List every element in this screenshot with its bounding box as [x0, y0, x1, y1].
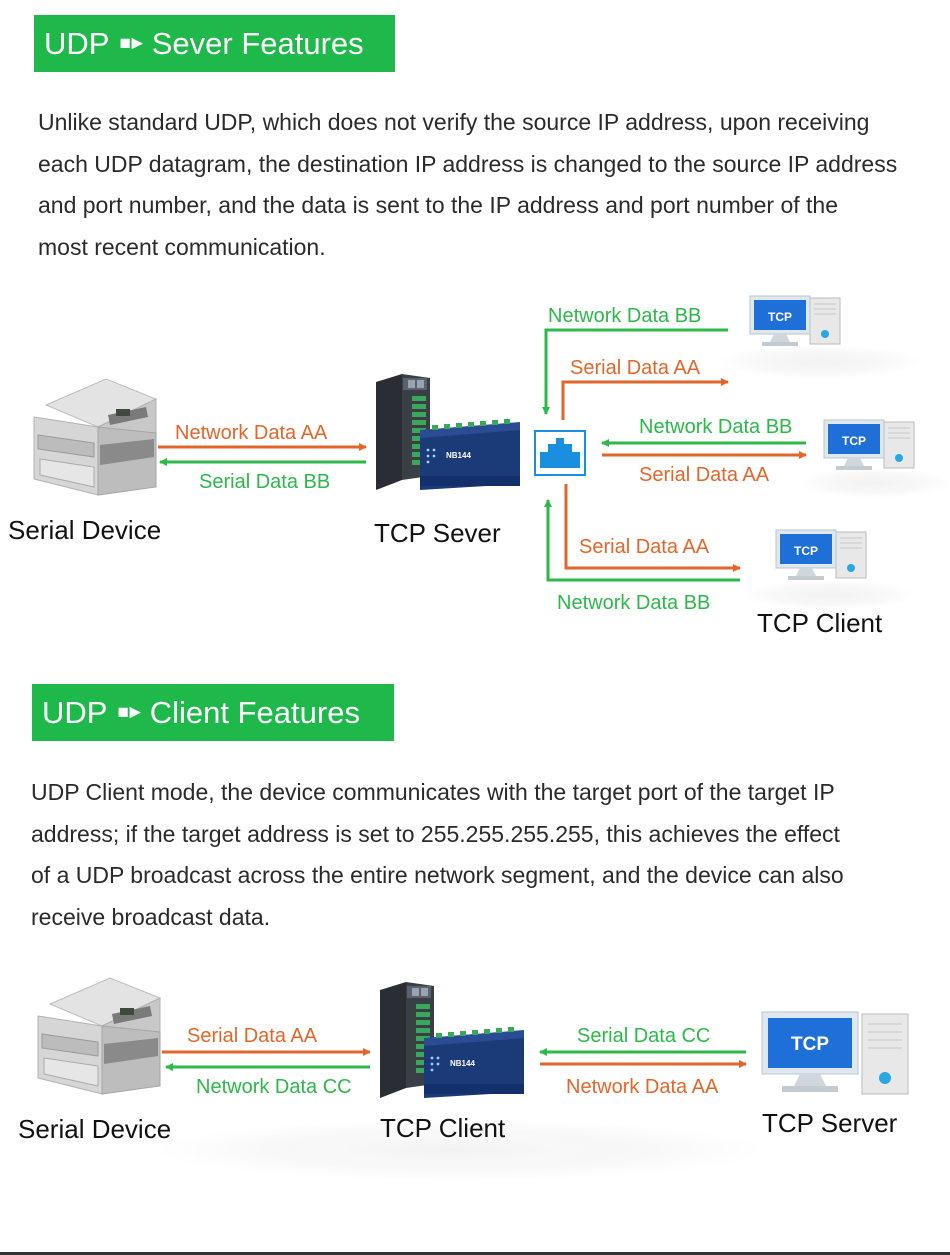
label-serial-data-aa-top: Serial Data AA: [570, 357, 701, 379]
pc-badge-label: TCP: [791, 1034, 829, 1055]
section2-title-left: UDP: [42, 695, 108, 730]
device-model-label: NB144: [450, 1059, 475, 1068]
arrow-network-bb-bot: [544, 499, 740, 582]
label-serial-data-aa-left: Serial Data AA: [187, 1025, 318, 1047]
pc-badge-label: TCP: [842, 434, 866, 448]
caption-tcp-client: TCP Client: [757, 608, 883, 638]
caption-tcp-server: TCP Server: [762, 1108, 898, 1138]
serial-device-printer-icon: [33, 378, 158, 496]
floor-shadow: [270, 1130, 630, 1170]
pc-shadow: [800, 468, 950, 498]
label-network-data-bb-mid: Network Data BB: [639, 416, 793, 438]
pc-shadow: [720, 345, 920, 379]
serial-server-device-icon: NB144: [376, 374, 520, 490]
label-serial-data-cc-right: Serial Data CC: [577, 1025, 711, 1047]
label-serial-data-aa-bot: Serial Data AA: [579, 536, 710, 558]
arrow-network-bb-top: [542, 328, 728, 415]
section2-paragraph-line: receive broadcast data.: [31, 903, 271, 930]
pc-badge-label: TCP: [794, 544, 818, 558]
arrow-right-icon: ■►: [117, 702, 144, 723]
pc-badge-label: TCP: [768, 310, 792, 324]
caption-tcp-sever: TCP Sever: [374, 518, 501, 548]
section1-title-left: UDP: [44, 26, 110, 61]
section2-title-right: Client Features: [149, 695, 360, 730]
arrow-right-icon: ■►: [119, 33, 146, 54]
caption-serial-device: Serial Device: [8, 515, 162, 545]
label-network-data-aa-right: Network Data AA: [566, 1076, 719, 1098]
bottom-divider: [0, 1252, 950, 1255]
serial-device-printer-icon: [37, 977, 162, 1095]
section2-paragraph-line: address; if the target address is set to…: [31, 820, 840, 847]
tcp-client-computer-icon: TCP: [749, 295, 841, 346]
section2-flow-arrows: [162, 1048, 747, 1071]
section1-paragraph-line: Unlike standard UDP, which does not veri…: [38, 109, 870, 135]
device-model-label: NB144: [446, 451, 471, 460]
section2-paragraph-line: UDP Client mode, the device communicates…: [31, 779, 835, 805]
label-network-data-bb-top: Network Data BB: [548, 305, 702, 327]
section1-title-right: Sever Features: [151, 26, 364, 61]
serial-server-device-icon: NB144: [380, 982, 524, 1098]
section1-flow-arrows: [158, 328, 807, 582]
arrow-serial-aa-top: [561, 378, 729, 420]
section2-banner: UDP ■► Client Features: [32, 684, 394, 741]
section2-paragraph: UDP Client mode, the device communicates…: [31, 772, 936, 938]
section1-paragraph-line: and port number, and the data is sent to…: [38, 192, 838, 218]
arrow-serial-aa-bot: [564, 484, 741, 572]
label-network-data-bb-bot: Network Data BB: [557, 592, 711, 614]
label-network-data-aa-left: Network Data AA: [175, 422, 328, 444]
section1-paragraph-line: most recent communication.: [38, 233, 326, 260]
caption-tcp-client: TCP Client: [380, 1113, 506, 1143]
label-serial-data-bb-left: Serial Data BB: [199, 471, 331, 493]
tcp-server-computer-icon: TCP: [761, 1011, 909, 1095]
section1-banner: UDP ■► Sever Features: [34, 15, 395, 72]
section1-paragraph-line: each UDP datagram, the destination IP ad…: [38, 150, 898, 177]
caption-serial-device: Serial Device: [18, 1114, 172, 1144]
tcp-client-computer-icon: TCP: [775, 529, 867, 580]
label-serial-data-aa-mid: Serial Data AA: [639, 464, 770, 486]
pc-shadow: [745, 580, 915, 610]
network-switch-icon: [534, 430, 586, 476]
label-network-data-cc-left: Network Data CC: [196, 1076, 352, 1098]
section1-paragraph: Unlike standard UDP, which does not veri…: [38, 102, 938, 268]
section2-paragraph-line: of a UDP broadcast across the entire net…: [31, 862, 844, 888]
tcp-client-computer-icon: TCP: [823, 419, 915, 470]
